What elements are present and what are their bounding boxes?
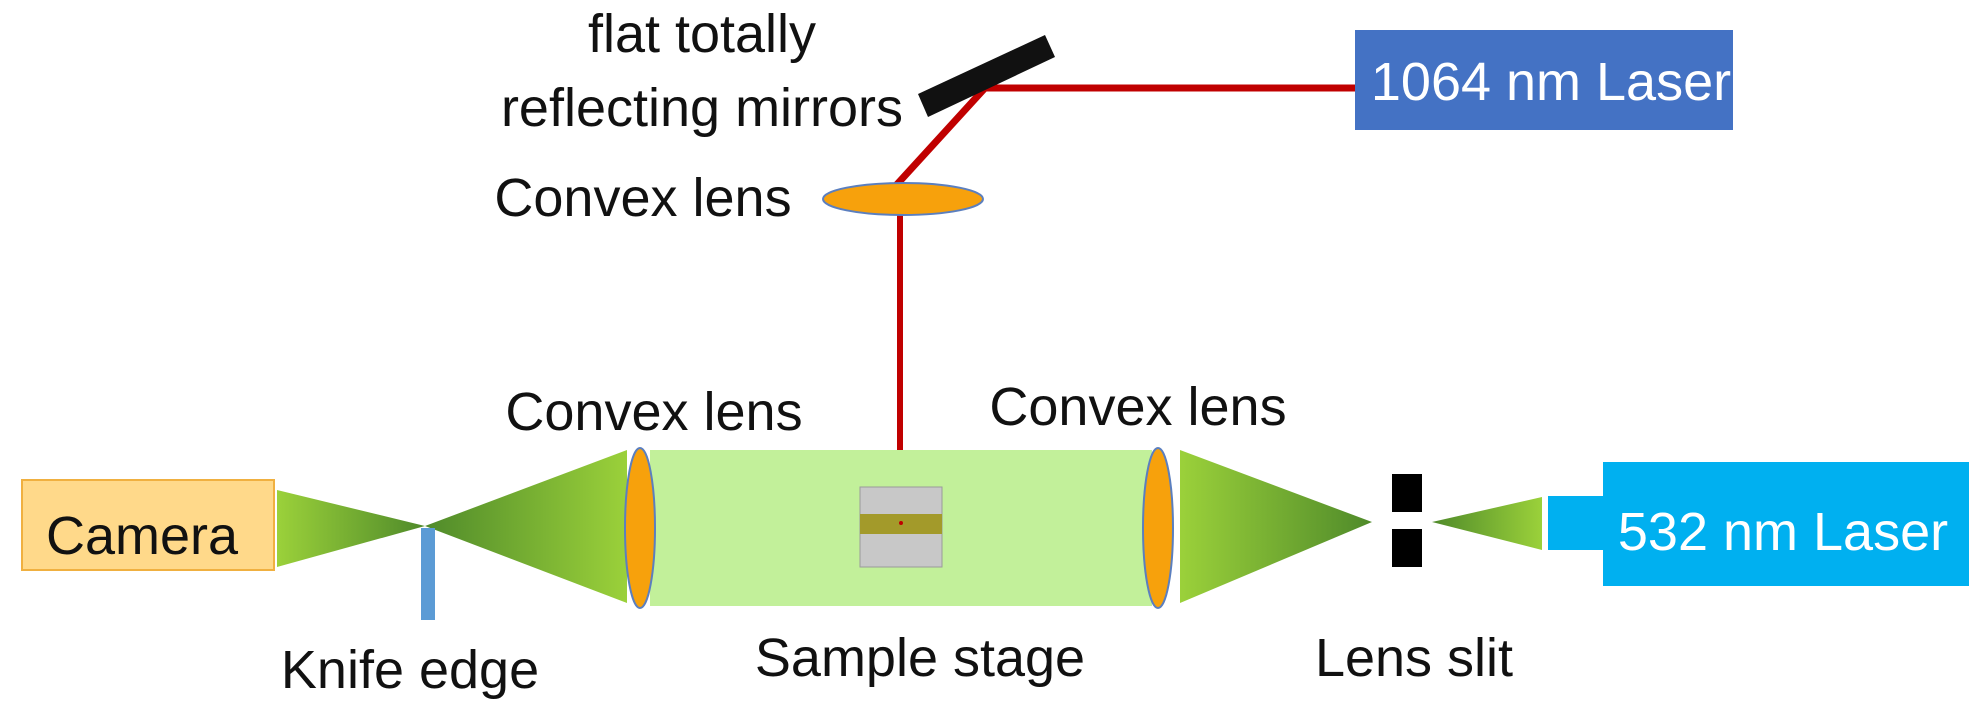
laser-532-label: 532 nm Laser [1618, 502, 1948, 562]
laser-1064-label: 1064 nm Laser [1371, 52, 1731, 112]
slit-icon [1392, 474, 1422, 567]
knife-edge-label: Knife edge [281, 640, 539, 700]
knife-edge-icon [421, 528, 435, 620]
convex-lens-left-icon [624, 447, 656, 609]
red-laser-beam [887, 84, 1355, 482]
camera-label: Camera [46, 506, 239, 566]
laser-532-cone [1432, 497, 1542, 550]
convex-lens-top-label: Convex lens [494, 168, 791, 228]
sample-icon [859, 486, 943, 568]
mirror-icon [918, 35, 1055, 117]
mirror-label-line1: flat totally [588, 4, 816, 64]
convex-lens-icon [822, 182, 984, 216]
sample-stage-label: Sample stage [755, 628, 1085, 688]
mirror-label: flat totally reflecting mirrors [501, 4, 903, 138]
slit-cone-left [1180, 450, 1372, 603]
camera-cone-left [277, 490, 425, 567]
laser-532-box: 532 nm Laser [1548, 462, 1969, 586]
laser-1064-box: 1064 nm Laser [1355, 30, 1733, 130]
camera-cone-right [425, 450, 627, 603]
convex-lens-left-label: Convex lens [505, 382, 802, 442]
lens-slit-label: Lens slit [1315, 628, 1513, 688]
camera-box: Camera [21, 479, 275, 571]
mirror-label-line2: reflecting mirrors [501, 78, 903, 138]
convex-lens-right-icon [1142, 447, 1174, 609]
convex-lens-right-label: Convex lens [989, 377, 1286, 437]
